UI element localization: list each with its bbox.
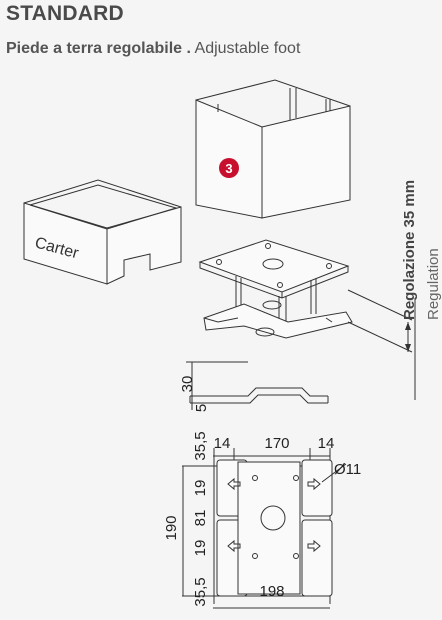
page-subtitle: Piede a terra regolabile . Adjustable fo…: [6, 40, 300, 58]
dim-side-height: 30: [179, 376, 196, 393]
subtitle-english: Adjustable foot: [190, 40, 301, 57]
badge-number: 3: [225, 161, 232, 176]
dim-bottom-margin: 35,5: [192, 577, 209, 606]
dim-total-height: 190: [163, 515, 180, 540]
plan-view-drawing: [182, 448, 347, 609]
dim-hole-diameter: Ø11: [334, 461, 361, 478]
badge-circle: [219, 158, 239, 178]
dim-center-gap: 81: [192, 510, 209, 527]
dim-slot-bottom: 19: [192, 540, 209, 557]
dim-left-inset: 14: [214, 435, 231, 452]
regulation-label: Regulation: [425, 248, 442, 320]
carter-illustration: Carter: [23, 179, 182, 285]
foot-illustration: [198, 239, 353, 339]
subtitle-italian: Piede a terra regolabile .: [6, 40, 191, 57]
box-3-illustration: 3: [195, 79, 351, 219]
dim-inner-width: 170: [264, 435, 289, 452]
side-profile-drawing: [186, 361, 329, 410]
dim-right-inset: 14: [318, 435, 335, 452]
dim-side-plate: 5: [193, 404, 210, 412]
dim-slot-top: 19: [192, 480, 209, 497]
dim-top-margin: 35,5: [192, 431, 209, 460]
regolazione-label: Regolazione 35 mm: [401, 180, 418, 320]
page-title: STANDARD: [6, 2, 124, 25]
dim-total-width: 198: [259, 583, 284, 600]
regulation-callout: [347, 289, 416, 400]
